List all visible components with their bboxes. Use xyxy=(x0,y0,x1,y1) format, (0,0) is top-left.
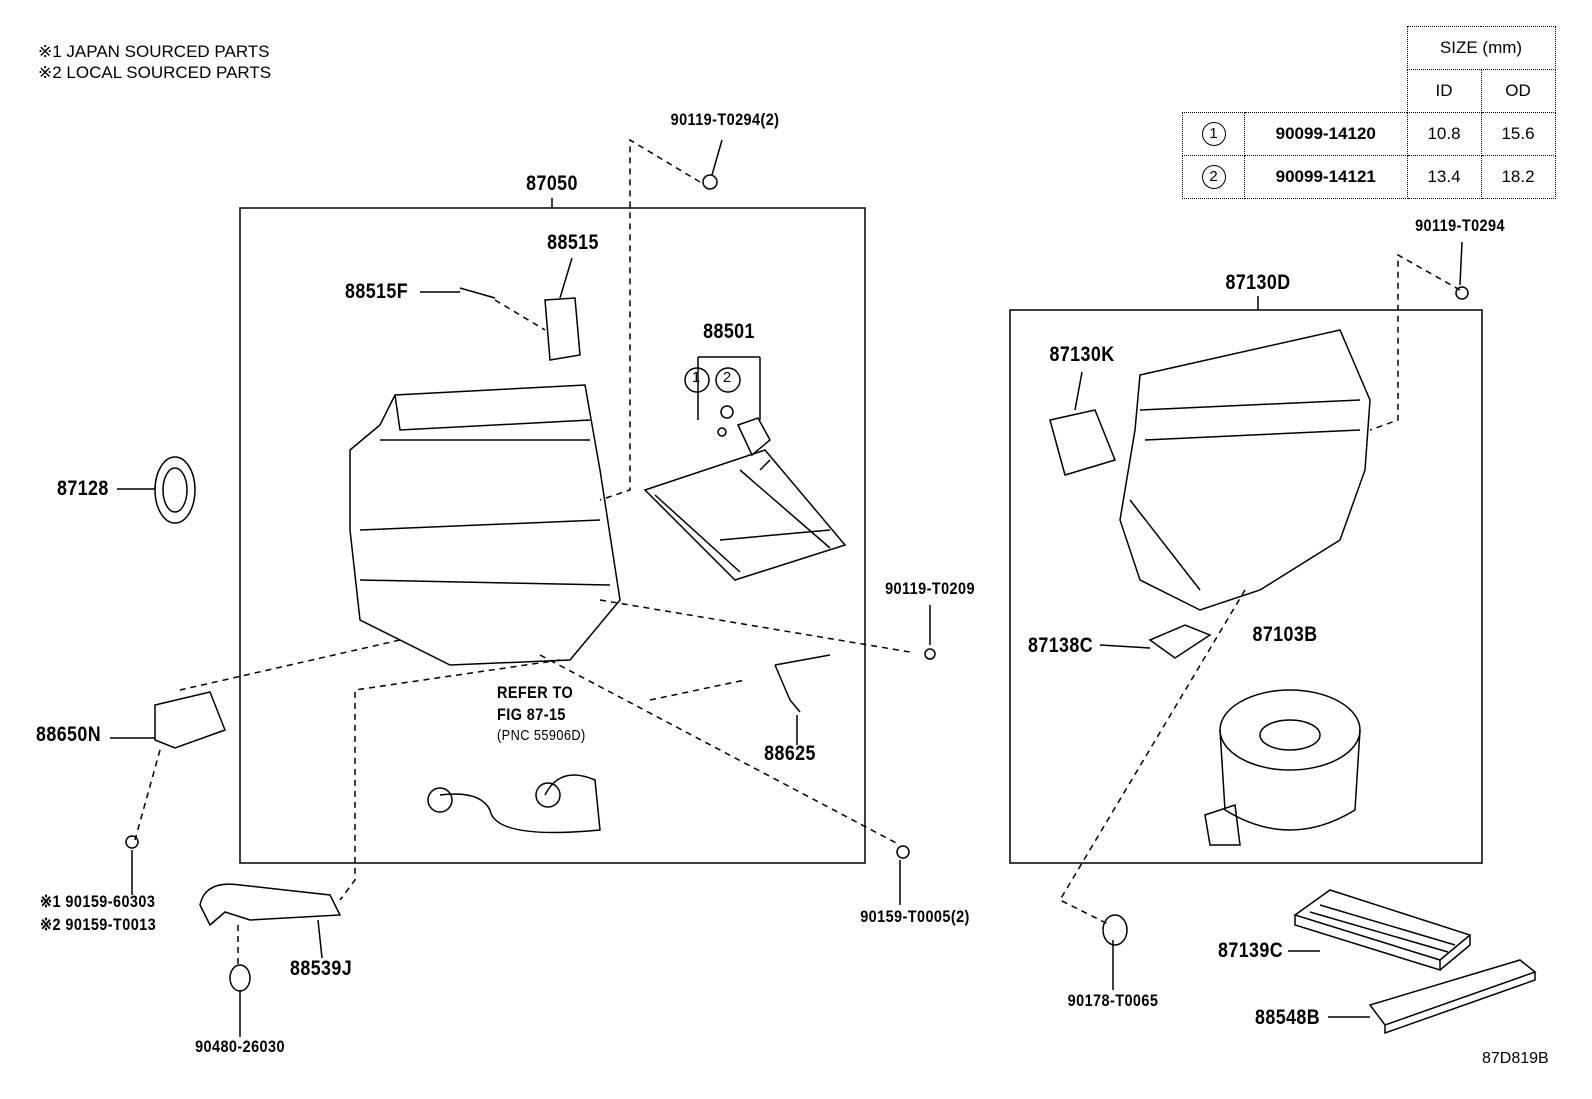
label-88515F[interactable]: 88515F xyxy=(345,280,409,303)
expansion-valve-88515 xyxy=(459,287,581,361)
assembly-box-87130D xyxy=(1009,309,1483,864)
size-header: SIZE (mm) xyxy=(1406,26,1556,70)
label-87139C[interactable]: 87139C xyxy=(1218,939,1284,962)
ref-circle-2: 2 xyxy=(722,369,732,386)
grommet-87128 xyxy=(154,456,196,524)
harness-parts xyxy=(427,654,831,834)
label-88650N[interactable]: 88650N xyxy=(36,723,102,746)
label-90119-T0209[interactable]: 90119-T0209 xyxy=(885,579,975,598)
label-90178-T0065[interactable]: 90178-T0065 xyxy=(1067,991,1159,1010)
id-value: 13.4 xyxy=(1406,155,1482,199)
label-90159-T0013[interactable]: ※2 90159-T0013 xyxy=(40,915,157,934)
od-value: 15.6 xyxy=(1480,112,1556,156)
cover-88548B xyxy=(1368,959,1537,1035)
actuator-87130K xyxy=(1049,409,1117,476)
blower-motor-87103B xyxy=(1204,689,1361,846)
table-row: 1 90099-14120 10.8 15.6 xyxy=(1182,112,1556,156)
ref-circle-1: 1 xyxy=(691,369,701,386)
resistor-87138C xyxy=(1148,624,1212,659)
od-value: 18.2 xyxy=(1480,155,1556,199)
ref-circle: 1 xyxy=(1201,122,1226,146)
label-87050[interactable]: 87050 xyxy=(526,172,578,195)
filter-87139C xyxy=(1293,889,1472,972)
label-87130K[interactable]: 87130K xyxy=(1049,343,1115,366)
label-88625[interactable]: 88625 xyxy=(764,742,816,765)
label-90119-T0294[interactable]: 90119-T0294 xyxy=(1415,216,1505,235)
refer-fig-text[interactable]: FIG 87-15 xyxy=(497,705,566,724)
note-japan-sourced: ※1 JAPAN SOURCED PARTS xyxy=(38,42,270,61)
label-90119-T0294-2[interactable]: 90119-T0294(2) xyxy=(670,110,780,129)
label-87103B[interactable]: 87103B xyxy=(1252,623,1318,646)
table-row: 2 90099-14121 13.4 18.2 xyxy=(1182,155,1556,199)
label-87128[interactable]: 87128 xyxy=(57,477,109,500)
servo-motor-88650N xyxy=(125,691,226,849)
ref-circle: 2 xyxy=(1201,165,1226,189)
dashed-leaders xyxy=(134,138,1461,965)
label-87138C[interactable]: 87138C xyxy=(1028,634,1094,657)
col-od: OD xyxy=(1480,69,1556,113)
hose-88539J xyxy=(199,883,342,992)
blower-unit-87130D xyxy=(1119,329,1371,611)
part-number: 90099-14121 xyxy=(1244,155,1408,199)
figure-id: 87D819B xyxy=(1482,1050,1549,1067)
solid-leaders xyxy=(110,139,1463,1037)
label-90159-T0005-2[interactable]: 90159-T0005(2) xyxy=(860,907,970,926)
part-number: 90099-14120 xyxy=(1244,112,1408,156)
label-88515[interactable]: 88515 xyxy=(547,231,599,254)
refer-to-text: REFER TO xyxy=(497,683,574,702)
note-local-sourced: ※2 LOCAL SOURCED PARTS xyxy=(38,63,272,82)
col-id: ID xyxy=(1406,69,1482,113)
id-value: 10.8 xyxy=(1406,112,1482,156)
screws xyxy=(702,174,1469,946)
label-87130D[interactable]: 87130D xyxy=(1225,271,1291,294)
evaporator-88501 xyxy=(643,367,847,581)
label-88501[interactable]: 88501 xyxy=(703,320,755,343)
label-90159-60303[interactable]: ※1 90159-60303 xyxy=(40,892,156,911)
heater-unit-87050 xyxy=(349,384,621,666)
refer-pnc-text: (PNC 55906D) xyxy=(497,727,586,744)
label-88548B[interactable]: 88548B xyxy=(1255,1006,1321,1029)
label-88539J[interactable]: 88539J xyxy=(290,957,353,980)
label-90480-26030[interactable]: 90480-26030 xyxy=(195,1037,285,1056)
